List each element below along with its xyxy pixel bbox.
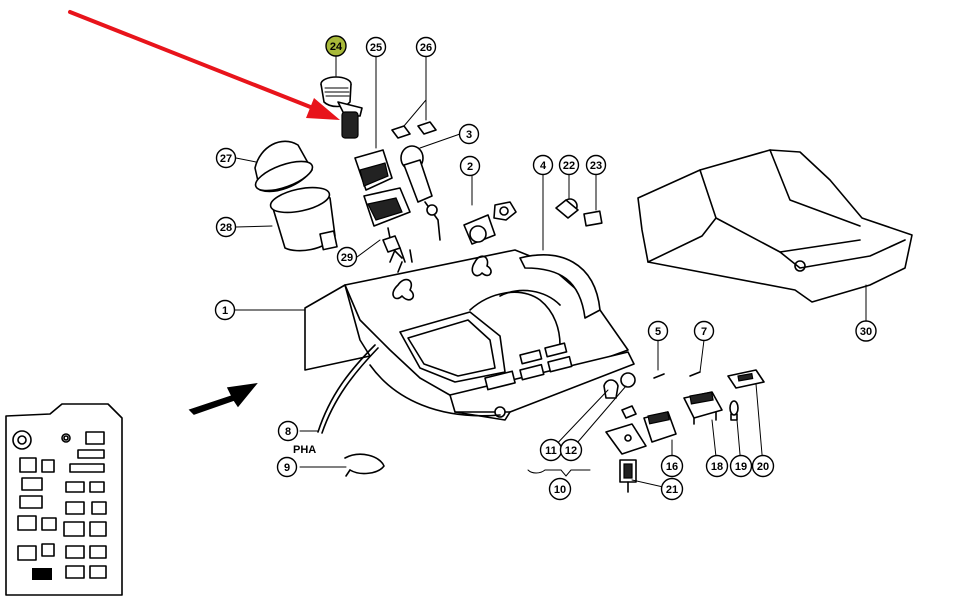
svg-text:16: 16 (666, 461, 678, 473)
svg-text:7: 7 (701, 326, 707, 338)
svg-text:11: 11 (545, 445, 557, 457)
small-clips (653, 371, 701, 379)
lamp-holder (463, 201, 517, 245)
direction-arrow (188, 382, 258, 415)
svg-text:25: 25 (370, 42, 382, 54)
callout-8: 8 (277, 420, 299, 442)
callout-5: 5 (647, 320, 669, 342)
callout-7: 7 (693, 320, 715, 342)
switch-16 (605, 405, 677, 455)
callout-20: 20 (751, 454, 775, 478)
svg-text:12: 12 (565, 445, 577, 457)
svg-text:9: 9 (284, 462, 290, 474)
bulb-19 (729, 400, 739, 421)
callout-28: 28 (215, 216, 237, 238)
svg-text:29: 29 (341, 252, 353, 264)
switch-18 (683, 391, 723, 425)
svg-text:30: 30 (860, 326, 872, 338)
svg-text:4: 4 (540, 160, 547, 172)
svg-text:28: 28 (220, 222, 232, 234)
svg-text:8: 8 (285, 426, 291, 438)
svg-text:27: 27 (220, 153, 232, 165)
callout-22: 22 (558, 154, 580, 176)
svg-text:5: 5 (655, 326, 661, 338)
locator-panel (5, 403, 123, 596)
callout-11: 11 (539, 438, 563, 462)
callout-25: 25 (365, 36, 387, 58)
callout-4: 4 (532, 154, 554, 176)
clip-plates (391, 121, 437, 139)
wire-label: PHA (293, 444, 316, 456)
connector-21 (619, 459, 637, 493)
center-console (304, 247, 635, 421)
rotary-switch (400, 145, 441, 241)
console-cover-tray (637, 149, 913, 303)
svg-text:3: 3 (466, 129, 472, 141)
callout-3: 3 (458, 123, 480, 145)
callout-16: 16 (660, 454, 684, 478)
callout-9: 9 (276, 456, 298, 478)
air-filter-cap (254, 140, 314, 193)
callout-21: 21 (660, 477, 684, 501)
svg-text:10: 10 (554, 484, 566, 496)
lighter-part (320, 76, 363, 139)
svg-text:18: 18 (711, 461, 723, 473)
callout-30: 30 (855, 320, 877, 342)
callout-27: 27 (215, 147, 237, 169)
knobs (603, 372, 636, 399)
svg-text:23: 23 (590, 160, 602, 172)
svg-text:1: 1 (222, 305, 228, 317)
air-filter-cylinder (269, 186, 338, 252)
svg-text:22: 22 (563, 160, 575, 172)
callout-26: 26 (415, 36, 437, 58)
callout-23: 23 (585, 154, 607, 176)
label-plate (583, 210, 603, 227)
callouts: 1 2 3 4 5 7 8 9 10 11 12 16 18 19 20 21 … (214, 35, 877, 501)
callout-24: 24 (325, 35, 347, 57)
svg-text:21: 21 (666, 484, 678, 496)
small-bulb (555, 198, 579, 219)
socket-assembly (354, 149, 411, 259)
svg-text:24: 24 (330, 41, 343, 53)
highlight-arrow (68, 10, 340, 120)
callout-2: 2 (459, 155, 481, 177)
svg-text:19: 19 (735, 461, 747, 473)
callout-12: 12 (559, 438, 583, 462)
svg-text:2: 2 (467, 161, 473, 173)
callout-18: 18 (705, 454, 729, 478)
callout-19: 19 (729, 454, 753, 478)
callout-1: 1 (214, 299, 236, 321)
wiring-harness (317, 344, 501, 477)
callout-10: 10 (548, 477, 572, 501)
callout-29: 29 (336, 246, 358, 268)
svg-text:20: 20 (757, 461, 769, 473)
plate-20 (727, 369, 765, 389)
svg-text:26: 26 (420, 42, 432, 54)
